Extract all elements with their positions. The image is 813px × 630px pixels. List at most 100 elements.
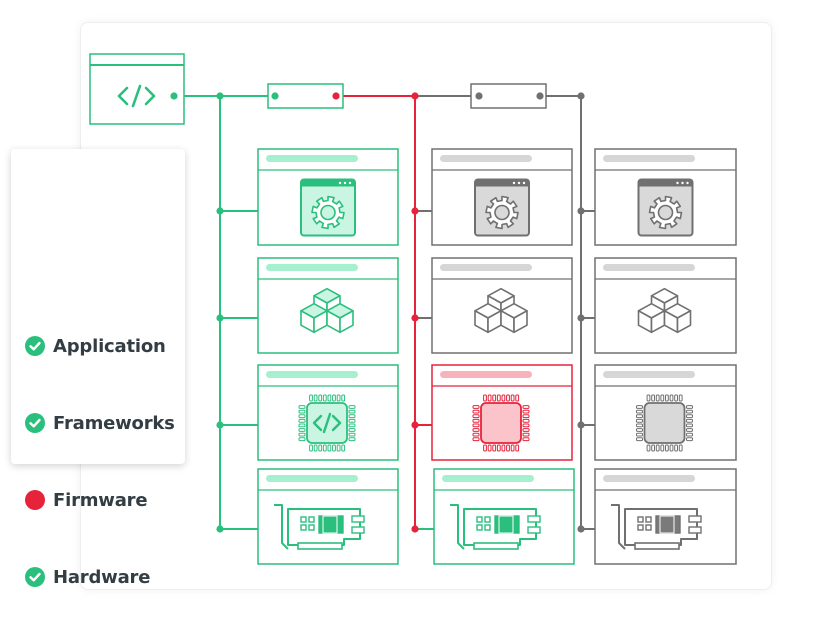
chip-pin xyxy=(492,394,497,402)
check-icon xyxy=(25,413,45,433)
card-title-placeholder xyxy=(440,155,532,162)
chip-pin xyxy=(636,423,643,428)
chip-pin xyxy=(686,414,693,419)
chip-pin xyxy=(313,394,318,402)
chip-pin xyxy=(309,444,313,452)
hardware-card-icon xyxy=(274,504,365,550)
card-connector xyxy=(473,542,519,550)
chip-pin xyxy=(501,394,506,402)
framework-cubes-icon xyxy=(474,287,528,334)
app-window-bar xyxy=(638,179,693,187)
chip-pin xyxy=(348,414,356,419)
chip-pin xyxy=(678,394,683,402)
card-connector xyxy=(634,542,680,550)
chip-pin xyxy=(472,423,480,428)
app-gear-icon xyxy=(637,178,694,237)
firmware-chip-icon xyxy=(298,394,356,452)
firmware-chip-icon xyxy=(636,394,693,452)
junction-dot xyxy=(216,207,224,215)
error-dot-icon xyxy=(25,490,45,510)
legend-label: Application xyxy=(53,335,166,357)
chip-pin xyxy=(336,444,341,452)
card-port xyxy=(351,526,365,534)
window-dot xyxy=(686,181,689,185)
card-port xyxy=(351,515,365,523)
chip-pin xyxy=(496,444,501,452)
card-title-placeholder xyxy=(442,475,534,482)
chip-pin xyxy=(492,444,497,452)
chip-body xyxy=(480,402,522,444)
chip-pin xyxy=(327,444,332,452)
chip-pin xyxy=(322,394,327,402)
chip-pin xyxy=(348,428,356,432)
chip-pin xyxy=(522,418,530,423)
chip-pin xyxy=(686,409,693,414)
chip-pin xyxy=(522,437,530,442)
check-icon xyxy=(25,567,45,587)
app-window-bar xyxy=(475,179,529,187)
component-card xyxy=(257,468,399,565)
chip-pin xyxy=(496,394,501,402)
chip-pin xyxy=(515,444,520,452)
chip-pin xyxy=(678,444,683,452)
connector-dot xyxy=(475,92,483,100)
code-slash xyxy=(131,84,142,108)
card-component xyxy=(476,524,483,531)
chip-pin xyxy=(348,405,356,409)
card-title-placeholder xyxy=(266,155,358,162)
chip-pin xyxy=(298,405,306,409)
chip-pin xyxy=(472,409,480,414)
chip-body xyxy=(643,402,686,444)
card-connector xyxy=(297,542,343,550)
check-icon xyxy=(25,336,45,356)
chip-pin xyxy=(348,409,356,414)
chip-pin xyxy=(686,432,693,437)
card-title-placeholder xyxy=(603,371,695,378)
junction-dot xyxy=(577,421,585,429)
chip-pin xyxy=(313,444,318,452)
connector-box-ok xyxy=(267,83,344,109)
chip-pin xyxy=(660,394,665,402)
component-card xyxy=(257,257,399,354)
framework-cubes-icon xyxy=(300,287,354,334)
window-dot xyxy=(338,181,342,185)
chip-pin xyxy=(298,437,306,442)
card-port xyxy=(688,515,702,523)
junction-dot xyxy=(577,525,585,533)
chip-pin xyxy=(510,394,515,402)
junction-dot xyxy=(411,314,419,322)
app-gear-icon xyxy=(474,178,530,237)
card-component xyxy=(645,524,652,531)
firmware-chip-icon xyxy=(472,394,530,452)
chip-pin xyxy=(636,409,643,414)
component-card xyxy=(431,148,573,246)
card-title-placeholder xyxy=(440,264,532,271)
chip-pin xyxy=(472,437,480,442)
legend-item-application: Application xyxy=(25,334,166,358)
chip-pin xyxy=(646,394,651,402)
chip-pin xyxy=(522,432,530,437)
chip-pin xyxy=(522,423,530,428)
window-dot xyxy=(522,181,526,185)
card-chip-lines xyxy=(498,515,514,534)
chip-pin xyxy=(515,394,520,402)
junction-dot xyxy=(216,314,224,322)
card-title-placeholder xyxy=(440,371,532,378)
code-icon xyxy=(117,84,156,108)
chip-pin xyxy=(665,394,669,402)
connector-dot xyxy=(536,92,544,100)
component-card xyxy=(594,468,737,565)
window-dot xyxy=(343,181,347,185)
chip-pin xyxy=(322,444,327,452)
card-bracket xyxy=(611,504,626,550)
chip-pin xyxy=(522,428,530,432)
chip-pin xyxy=(348,437,356,442)
connection-lines xyxy=(174,83,605,533)
card-bracket xyxy=(450,504,465,550)
cube-face xyxy=(676,310,692,334)
chip-pin xyxy=(348,423,356,428)
chip-pin xyxy=(651,444,656,452)
chip-pin xyxy=(686,405,693,409)
chip-pin xyxy=(348,432,356,437)
junction-dot xyxy=(577,314,585,322)
